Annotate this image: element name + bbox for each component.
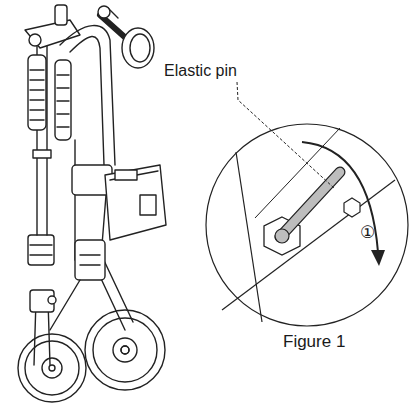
figure-caption: Figure 1	[283, 333, 345, 352]
part-label: Elastic pin	[164, 62, 237, 80]
callout-number: ①	[360, 224, 375, 243]
leader-line	[237, 82, 334, 188]
folded-scooter	[18, 5, 166, 402]
detail-inset	[206, 124, 408, 326]
